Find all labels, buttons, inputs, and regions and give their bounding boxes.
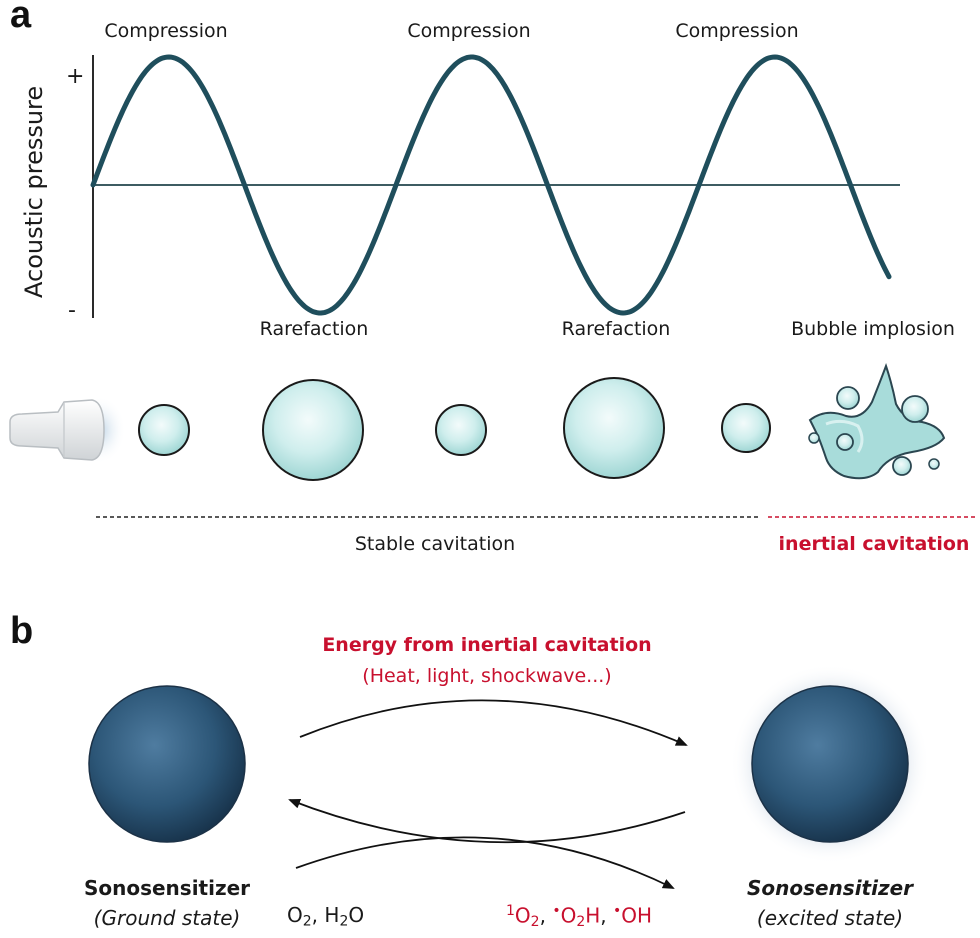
ground-sensitizer-name: Sonosensitizer — [83, 876, 251, 900]
acoustic-pressure-wave — [90, 54, 892, 316]
excitation-arrow — [299, 699, 688, 746]
rarefaction-label-1: Rarefaction — [259, 318, 369, 340]
ros-products-label: 1O2, •O2H, •OH — [506, 903, 653, 931]
excited-state-sphere-icon — [751, 685, 909, 843]
compression-label-2: Compression — [407, 20, 531, 42]
ground-state-label: (Ground state) — [93, 906, 241, 930]
bubble-implosion-label: Bubble implosion — [791, 318, 955, 340]
energy-subtitle: (Heat, light, shockwave...) — [362, 665, 612, 687]
bubble-icon — [721, 403, 771, 453]
rarefaction-label-2: Rarefaction — [561, 318, 671, 340]
y-plus-label: + — [66, 64, 85, 89]
relaxation-arrow — [288, 798, 686, 844]
compression-label-1: Compression — [104, 20, 228, 42]
imploding-bubble-icon — [808, 363, 946, 480]
reactants-label: O2, H2O — [287, 903, 365, 930]
bubble-icon — [563, 377, 665, 479]
excited-sensitizer-name: Sonosensitizer — [746, 876, 914, 900]
ground-state-sphere-icon — [88, 685, 246, 843]
bubble-icon — [435, 404, 487, 456]
bubble-icon — [138, 404, 190, 456]
ultrasound-transducer-icon — [9, 396, 126, 464]
excited-state-label: (excited state) — [756, 906, 904, 930]
inertial-cavitation-label: inertial cavitation — [778, 533, 970, 555]
stable-cavitation-label: Stable cavitation — [354, 533, 516, 555]
ros-generation-arrow — [295, 836, 675, 889]
panel-b-letter: b — [10, 610, 34, 652]
y-minus-label: - — [68, 298, 76, 323]
panel-a-letter: a — [10, 0, 32, 36]
compression-label-3: Compression — [675, 20, 799, 42]
energy-title: Energy from inertial cavitation — [322, 634, 652, 656]
bubble-icon — [262, 379, 364, 481]
